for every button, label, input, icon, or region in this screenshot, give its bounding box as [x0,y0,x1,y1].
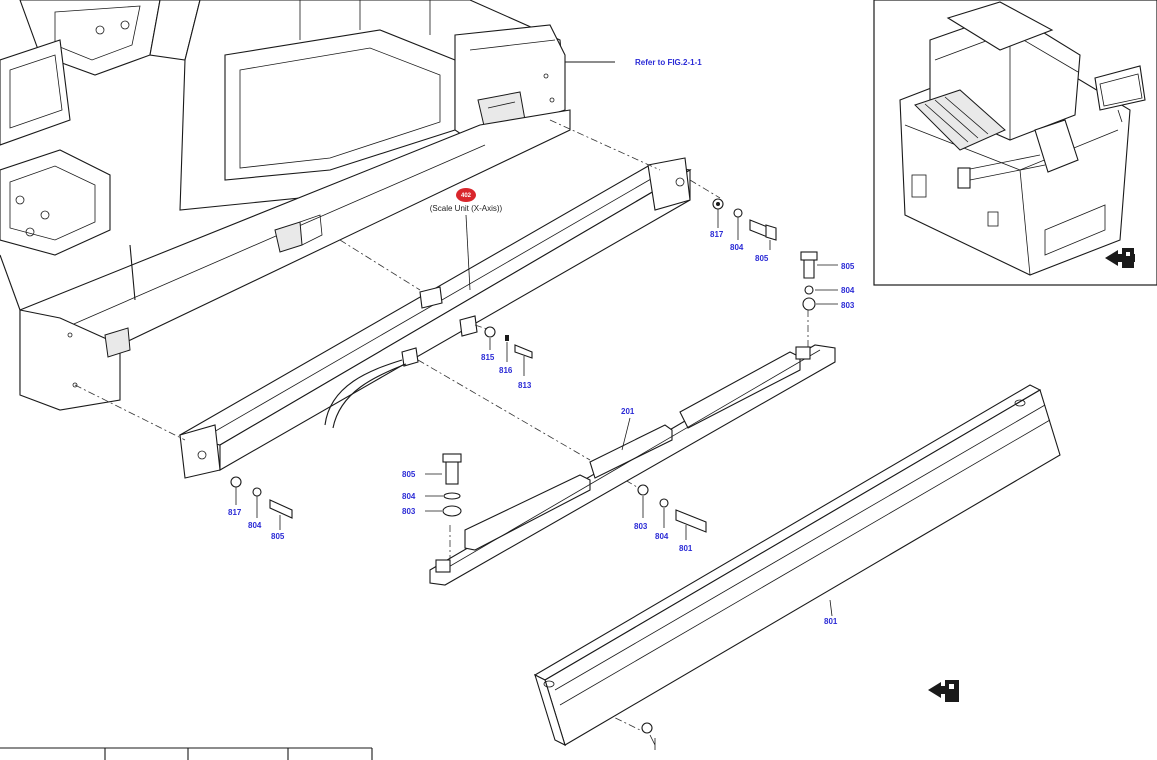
callout-804-right: 804 [841,286,855,295]
callout-labels: 817 804 805 805 804 803 815 816 813 817 … [228,230,855,626]
front-arrow-icon-inset [1105,248,1135,268]
front-arrow-icon [928,680,959,702]
callout-804-left: 804 [248,521,262,530]
callout-801-screw: 801 [679,544,693,553]
callout-201: 201 [621,407,635,416]
callout-817-left: 817 [228,508,242,517]
scale-unit-label: (Scale Unit (X-Axis)) [430,204,503,213]
part-badge-number: 402 [461,193,472,199]
machine-base-frame [0,0,571,411]
callout-805-right: 805 [841,262,855,271]
scale-unit-annotation: 402 (Scale Unit (X-Axis)) [430,188,503,291]
refer-figure-label: Refer to FIG.2-1-1 [635,58,702,67]
callout-815: 815 [481,353,495,362]
callout-804-top: 804 [730,243,744,252]
hardware-group-right-vertical [800,251,838,311]
figure-reference: Refer to FIG.2-1-1 [565,58,702,67]
scale-unit-x-axis [178,157,692,479]
callout-803-right: 803 [841,301,855,310]
machine-overview-inset [873,0,1157,286]
bracket-201 [429,344,836,586]
callout-816: 816 [499,366,513,375]
callout-805-bracket: 805 [402,470,416,479]
hardware-group-scale-middle [484,326,533,376]
hardware-group-bracket-left [425,453,462,517]
callout-817-top: 817 [710,230,724,239]
part-badge [456,188,476,202]
assembly-centerlines [74,119,809,731]
callout-805-top: 805 [755,254,769,263]
callout-803-bracket: 803 [402,507,416,516]
hardware-group-left-bottom [230,476,293,530]
callout-804-lower: 804 [655,532,669,541]
parts-table-header [0,747,373,760]
hardware-cover-screw [641,722,656,750]
callout-804-bracket: 804 [402,492,416,501]
cover-801 [533,384,1061,747]
hardware-group-right-top [712,198,777,250]
callout-801-cover: 801 [824,617,838,626]
hardware-group-bracket-right [637,484,707,540]
callout-803-lower: 803 [634,522,648,531]
callout-813: 813 [518,381,532,390]
callout-805-left: 805 [271,532,285,541]
